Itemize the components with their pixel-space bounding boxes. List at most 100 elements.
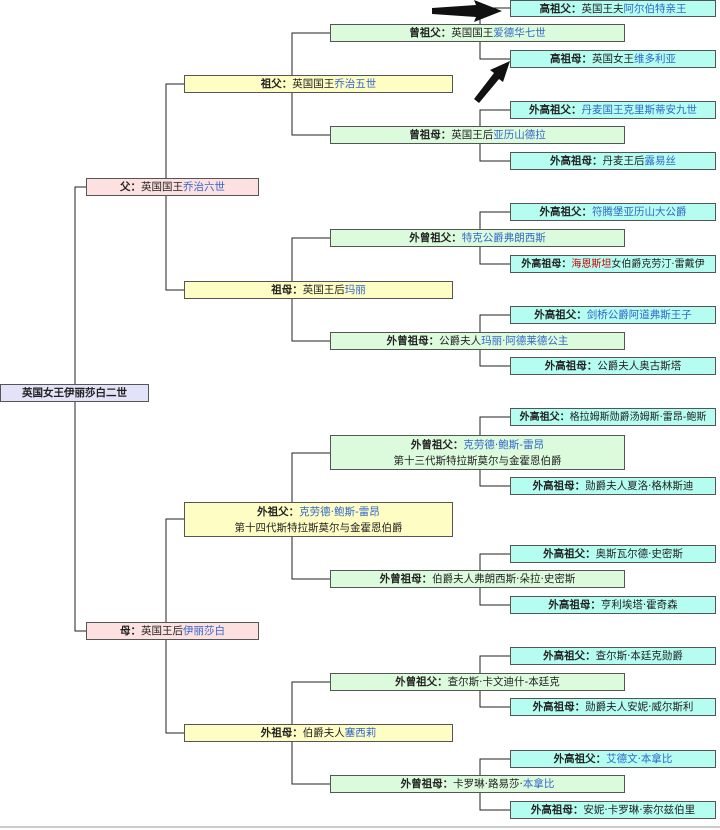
title-text: 女伯爵克劳汀·雷戴伊 [611, 259, 705, 270]
person-link[interactable]: 克劳德·鲍斯-雷昂 [299, 506, 380, 518]
person-link[interactable]: 爱德华七世 [493, 27, 546, 39]
person-paternal-grandfather[interactable]: 祖父：英国国王乔治五世 [184, 75, 453, 93]
person-great-great-grandparent[interactable]: 外高祖母：丹麦王后露易丝 [510, 152, 716, 170]
title-text: 英国女王 [592, 53, 634, 65]
title-text: 伯爵夫人弗朗西斯·朵拉·史密斯 [432, 573, 576, 585]
person-great-grandparent[interactable]: 外曾祖父：查尔斯·卡文迪什-本廷克 [330, 673, 625, 691]
person-great-great-grandparent[interactable]: 外高祖父：格拉姆斯勋爵汤姆斯·雷昂-鲍斯 [510, 408, 716, 426]
relation-label: 外祖母： [260, 727, 303, 739]
person-maternal-grandmother[interactable]: 外祖母：伯爵夫人塞西莉 [184, 724, 453, 742]
title-text: 丹麦王后 [602, 155, 645, 167]
title-text: 英国王后 [451, 129, 494, 141]
person-great-great-grandparent[interactable]: 外高祖父：艾德文·本拿比 [510, 750, 716, 768]
person-great-grandparent[interactable]: 曾祖母：英国王后亚历山德拉 [330, 126, 625, 144]
person-link[interactable]: 特克公爵弗朗西斯 [461, 232, 546, 244]
arrow-icon [432, 0, 502, 22]
relation-label: 外高祖父： [543, 548, 596, 560]
person-great-great-grandparent[interactable]: 外高祖母：公爵夫人奥古斯塔 [510, 357, 716, 375]
person-great-grandparent[interactable]: 曾祖父：英国国王爱德华七世 [330, 24, 625, 42]
person-great-great-grandparent[interactable]: 外高祖母：亨利埃塔·霍奇森 [510, 596, 716, 614]
person-great-great-grandparent[interactable]: 外高祖母：勋爵夫人安妮·威尔斯利 [510, 698, 716, 716]
person-great-grandparent[interactable]: 外曾祖母：伯爵夫人弗朗西斯·朵拉·史密斯 [330, 570, 625, 588]
title-text: 奥斯瓦尔德·史密斯 [595, 548, 683, 560]
person-link[interactable]: 本拿比 [522, 778, 555, 790]
person-link[interactable]: 玛丽 [344, 284, 366, 296]
person-great-great-grandparent[interactable]: 外高祖母：安妮·卡罗琳·索尔兹伯里 [510, 801, 716, 819]
person-great-great-grandparent[interactable]: 外高祖父：奥斯瓦尔德·史密斯 [510, 545, 716, 563]
relation-label: 曾祖母： [409, 129, 452, 141]
relation-label: 外高祖母： [530, 804, 584, 816]
person-great-great-grandparent[interactable]: 外高祖父：符腾堡亚历山大公爵 [510, 203, 716, 221]
relation-label: 外高祖母： [521, 259, 572, 270]
relation-label: 外高祖父： [553, 753, 607, 765]
person-link[interactable]: 剑桥公爵阿道弗斯王子 [586, 309, 692, 321]
person-root[interactable]: 英国女王伊丽莎白二世 [0, 384, 149, 402]
person-great-grandparent[interactable]: 外曾祖父：特克公爵弗朗西斯 [330, 229, 625, 247]
title-text: 英国王夫 [581, 3, 624, 15]
person-link[interactable]: 玛丽·阿德莱德公主 [481, 335, 569, 347]
person-link[interactable]: 符腾堡亚历山大公爵 [592, 206, 687, 218]
person-father[interactable]: 父：英国国王乔治六世 [86, 178, 259, 196]
relation-label: 父： [120, 181, 141, 193]
person-link[interactable]: 克劳德·鲍斯-雷昂 [463, 439, 545, 451]
relation-label: 外高祖母： [532, 480, 586, 492]
person-link[interactable]: 乔治六世 [183, 181, 225, 193]
person-link[interactable]: 丹麦国王克里斯蒂安九世 [581, 104, 698, 116]
relation-label: 高祖母： [550, 53, 592, 65]
person-great-great-grandparent[interactable]: 外高祖父：查尔斯·本廷克勋爵 [510, 647, 716, 665]
person-link[interactable]: 亚历山德拉 [493, 129, 546, 141]
relation-label: 外高祖母： [532, 701, 586, 713]
relation-label: 祖母： [271, 284, 303, 296]
relation-label: 母： [120, 625, 141, 637]
title-text: 英国国王 [451, 27, 494, 39]
relation-label: 外曾祖父： [395, 676, 448, 688]
person-link[interactable]: 阿尔伯特亲王 [623, 3, 687, 15]
person-great-great-grandparent[interactable]: 高祖父：英国王夫阿尔伯特亲王 [510, 0, 716, 17]
title-text: 英国王后 [302, 284, 345, 296]
title-text: 公爵夫人奥古斯塔 [597, 360, 682, 372]
person-paternal-grandmother[interactable]: 祖母：英国王后玛丽 [184, 281, 453, 299]
relation-label: 外高祖父： [543, 650, 596, 662]
person-link[interactable]: 乔治五世 [334, 78, 377, 90]
relation-label: 外高祖父： [529, 104, 582, 116]
relation-label: 外高祖父： [519, 412, 570, 423]
title-text: 查尔斯·卡文迪什-本廷克 [447, 676, 560, 688]
title-text: 伯爵夫人 [302, 727, 345, 739]
relation-label: 外曾祖母： [386, 335, 440, 347]
person-maternal-grandfather[interactable]: 外祖父：克劳德·鲍斯-雷昂 第十四代斯特拉斯莫尔与金霍恩伯爵 [184, 502, 453, 537]
person-link[interactable]: 伊丽莎白 [183, 625, 225, 637]
person-link[interactable]: 露易丝 [644, 155, 677, 167]
person-great-grandparent[interactable]: 外曾祖父：克劳德·鲍斯-雷昂 第十三代斯特拉斯莫尔与金霍恩伯爵 [330, 435, 625, 470]
person-great-great-grandparent[interactable]: 高祖母：英国女王维多利亚 [510, 50, 716, 68]
person-link[interactable]: 塞西莉 [344, 727, 377, 739]
person-link[interactable]: 维多利亚 [634, 53, 676, 65]
title-text: 安妮·卡罗琳·索尔兹伯里 [583, 804, 696, 816]
title-text: 亨利埃塔·霍奇森 [600, 599, 678, 611]
person-great-great-grandparent[interactable]: 外高祖父：剑桥公爵阿道弗斯王子 [510, 306, 716, 324]
relation-label: 外高祖母： [550, 155, 603, 167]
relation-label: 外曾祖母： [400, 778, 454, 790]
title-text: 第十三代斯特拉斯莫尔与金霍恩伯爵 [393, 455, 562, 467]
root-name: 英国女王伊丽莎白二世 [22, 387, 127, 399]
person-link[interactable]: 艾德文·本拿比 [606, 753, 673, 765]
title-text: 卡罗琳·路易莎· [453, 778, 523, 790]
person-great-great-grandparent[interactable]: 外高祖母：勋爵夫人夏洛·格林斯迪 [510, 477, 716, 495]
person-great-great-grandparent[interactable]: 外高祖父：丹麦国王克里斯蒂安九世 [510, 101, 716, 119]
relation-label: 外高祖母： [544, 360, 598, 372]
title-text: 查尔斯·本廷克勋爵 [595, 650, 683, 662]
relation-label: 曾祖父： [409, 27, 452, 39]
person-mother[interactable]: 母：英国王后伊丽莎白 [86, 622, 259, 640]
arrow-icon [474, 61, 510, 103]
person-link[interactable]: 海恩斯坦 [571, 259, 612, 270]
title-text: 第十四代斯特拉斯莫尔与金霍恩伯爵 [234, 522, 403, 534]
person-great-grandparent[interactable]: 外曾祖母：公爵夫人玛丽·阿德莱德公主 [330, 332, 625, 350]
relation-label: 外祖父： [257, 506, 300, 518]
relation-label: 外曾祖父： [409, 232, 462, 244]
person-great-grandparent[interactable]: 外曾祖母：卡罗琳·路易莎·本拿比 [330, 775, 625, 793]
person-great-great-grandparent[interactable]: 外高祖母：海恩斯坦女伯爵克劳汀·雷戴伊 [510, 255, 716, 273]
relation-label: 外高祖母： [548, 599, 601, 611]
relation-label: 外曾祖父： [410, 439, 464, 451]
title-text: 勋爵夫人夏洛·格林斯迪 [585, 480, 694, 492]
title-text: 公爵夫人 [439, 335, 482, 347]
